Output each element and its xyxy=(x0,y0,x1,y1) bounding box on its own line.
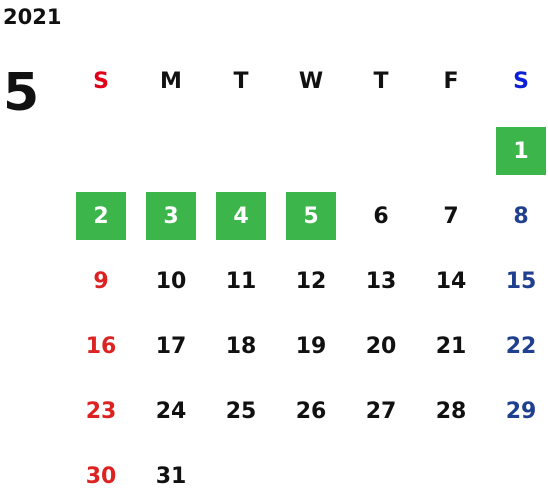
weekday-header: W xyxy=(298,68,324,94)
day-cell[interactable]: 22 xyxy=(505,333,537,359)
day-cell[interactable]: 28 xyxy=(435,398,467,424)
day-cell[interactable]: 21 xyxy=(435,333,467,359)
day-cell[interactable]: 17 xyxy=(155,333,187,359)
day-cell[interactable]: 4 xyxy=(216,192,266,240)
day-cell[interactable]: 30 xyxy=(85,463,117,489)
day-cell[interactable]: 2 xyxy=(76,192,126,240)
month-number: 5 xyxy=(3,63,40,123)
day-cell[interactable]: 23 xyxy=(85,398,117,424)
day-cell[interactable]: 31 xyxy=(155,463,187,489)
day-cell[interactable]: 6 xyxy=(373,203,389,229)
day-cell[interactable]: 11 xyxy=(225,268,257,294)
weekday-header: S xyxy=(93,68,109,94)
day-cell[interactable]: 20 xyxy=(365,333,397,359)
day-cell[interactable]: 18 xyxy=(225,333,257,359)
year-label: 2021 xyxy=(3,5,62,29)
day-cell[interactable]: 8 xyxy=(513,203,529,229)
day-cell[interactable]: 19 xyxy=(295,333,327,359)
day-cell[interactable]: 15 xyxy=(505,268,537,294)
day-cell[interactable]: 7 xyxy=(443,203,459,229)
day-cell[interactable]: 10 xyxy=(155,268,187,294)
weekday-header: F xyxy=(443,68,459,94)
day-cell[interactable]: 13 xyxy=(365,268,397,294)
day-cell[interactable]: 1 xyxy=(496,127,546,175)
day-cell[interactable]: 12 xyxy=(295,268,327,294)
day-cell[interactable]: 3 xyxy=(146,192,196,240)
weekday-header: M xyxy=(160,68,182,94)
weekday-header: T xyxy=(373,68,389,94)
day-cell[interactable]: 16 xyxy=(85,333,117,359)
day-cell[interactable]: 9 xyxy=(93,268,109,294)
day-cell[interactable]: 14 xyxy=(435,268,467,294)
day-cell[interactable]: 29 xyxy=(505,398,537,424)
weekday-header: T xyxy=(233,68,249,94)
day-cell[interactable]: 27 xyxy=(365,398,397,424)
day-cell[interactable]: 25 xyxy=(225,398,257,424)
day-cell[interactable]: 24 xyxy=(155,398,187,424)
day-cell[interactable]: 26 xyxy=(295,398,327,424)
day-cell[interactable]: 5 xyxy=(286,192,336,240)
weekday-header: S xyxy=(513,68,529,94)
